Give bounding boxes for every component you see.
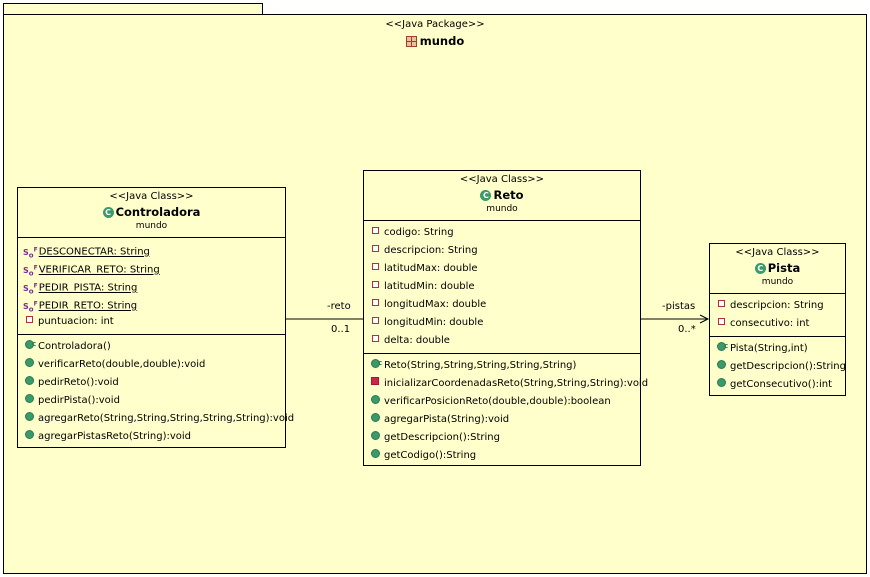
private-field-icon — [372, 263, 379, 270]
method-row: pedirPista():void — [18, 392, 285, 410]
attribute-row: longitudMin: double — [364, 314, 640, 332]
class-c-icon: C — [480, 190, 492, 201]
public-method-icon — [371, 395, 380, 404]
package-tab — [3, 3, 263, 15]
class-package: mundo — [486, 204, 518, 214]
attribute-row: longitudMax: double — [364, 296, 640, 314]
attributes-section: descripcion: String consecutivo: int — [710, 294, 845, 337]
method-row: getDescripcion():String — [710, 358, 846, 376]
constructor-icon: c — [25, 340, 36, 349]
private-field-icon — [372, 335, 379, 342]
private-field-icon — [718, 300, 725, 307]
private-method-icon — [371, 377, 379, 385]
private-field-icon — [718, 318, 725, 325]
private-field-icon — [372, 317, 379, 324]
method-row: agregarReto(String,String,String,String,… — [18, 410, 294, 428]
public-method-icon — [371, 449, 380, 458]
private-field-icon — [372, 299, 379, 306]
public-method-icon — [371, 413, 380, 422]
association-reto-multiplicity: 0..1 — [331, 324, 351, 335]
public-method-icon — [25, 376, 34, 385]
method-row: getCodigo():String — [364, 447, 640, 465]
constructor-icon: c — [717, 342, 728, 351]
private-field-icon — [26, 316, 33, 323]
attribute-row: latitudMax: double — [364, 260, 640, 278]
attribute-row: codigo: String — [364, 224, 640, 242]
attribute-row: consecutivo: int — [710, 315, 845, 333]
static-final-icon: SoF — [23, 264, 38, 278]
class-name: Reto — [493, 188, 524, 202]
attribute-row: puntuacion: int — [18, 313, 285, 331]
static-final-icon: SoF — [23, 282, 38, 296]
class-stereotype: <<Java Class>> — [459, 174, 545, 185]
package-icon — [405, 36, 417, 50]
private-field-icon — [372, 227, 379, 234]
private-field-icon — [372, 281, 379, 288]
attribute-row: descripcion: String — [364, 242, 640, 260]
public-method-icon — [717, 360, 726, 369]
class-stereotype: <<Java Class>> — [735, 247, 820, 258]
association-reto-role: -reto — [327, 301, 351, 312]
public-method-icon — [717, 378, 726, 387]
attribute-row: SoFVERIFICAR_RETO: String — [23, 264, 160, 278]
class-name: Pista — [767, 261, 801, 275]
public-method-icon — [371, 431, 380, 440]
class-package: mundo — [761, 277, 794, 287]
class-c-icon: C — [102, 207, 114, 218]
class-name: Controladora — [115, 205, 201, 219]
public-method-icon — [25, 412, 34, 421]
method-row: agregarPistasReto(String):void — [18, 428, 285, 446]
method-row: pedirReto():void — [18, 374, 285, 392]
public-method-icon — [25, 394, 34, 403]
package-name: mundo — [419, 34, 465, 48]
association-pistas-multiplicity: 0..* — [678, 324, 696, 335]
attribute-row: delta: double — [364, 332, 640, 350]
method-row: agregarPista(String):void — [364, 411, 640, 429]
private-field-icon — [372, 245, 379, 252]
class-stereotype: <<Java Class>> — [109, 191, 194, 202]
package-stereotype: <<Java Package>> — [385, 19, 485, 30]
method-row: getConsecutivo():int — [710, 376, 845, 394]
public-method-icon — [25, 430, 34, 439]
method-row: verificarReto(double,double):void — [18, 356, 285, 374]
package-title: mundo — [4, 34, 866, 50]
attribute-row: SoFPEDIR_RETO: String — [23, 300, 138, 314]
attribute-row: SoFPEDIR_PISTA: String — [23, 282, 138, 296]
method-row: inicializarCoordenadasReto(String,String… — [364, 375, 648, 393]
association-pistas-role: -pistas — [662, 301, 696, 312]
association-pistas-arrowhead — [699, 314, 710, 324]
attributes-section: SoFDESCONECTAR: String SoFVERIFICAR_RETO… — [18, 238, 285, 335]
static-final-icon: SoF — [23, 246, 38, 260]
class-c-icon: C — [754, 263, 766, 274]
attribute-row: descripcion: String — [710, 297, 845, 315]
public-method-icon — [25, 358, 34, 367]
class-package: mundo — [135, 221, 168, 231]
method-row: verificarPosicionReto(double,double):boo… — [364, 393, 640, 411]
static-final-icon: SoF — [23, 300, 38, 314]
attributes-section: codigo: String descripcion: String latit… — [364, 221, 640, 354]
attribute-row: latitudMin: double — [364, 278, 640, 296]
method-row: getDescripcion():String — [364, 429, 640, 447]
constructor-icon: c — [371, 359, 382, 368]
attribute-row: SoFDESCONECTAR: String — [23, 246, 150, 260]
